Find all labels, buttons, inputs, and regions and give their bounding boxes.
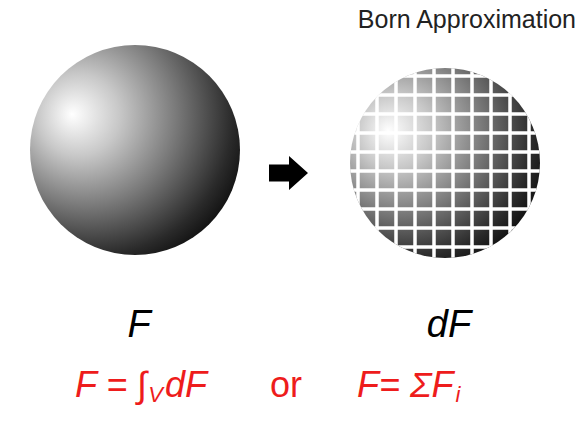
diagram-title: Born Approximation (358, 4, 576, 34)
sphere-shape (350, 68, 540, 258)
formula-text: or (270, 365, 302, 405)
node-symbol: dF (350, 304, 548, 346)
sphere-shape (30, 45, 240, 255)
grid-lines (350, 68, 540, 258)
whole-sphere: F (30, 45, 248, 346)
formula-text: F = ∫ (75, 365, 147, 405)
subscript: V (148, 383, 163, 407)
sphere-body (30, 45, 240, 255)
formula-text: F= ΣF (357, 365, 454, 405)
subscript: i (456, 383, 461, 407)
formula-text: dF (165, 365, 207, 405)
gridded-sphere: dF (350, 68, 548, 346)
block-arrow (269, 156, 308, 190)
sphere-body (350, 68, 540, 258)
node-symbol: F (30, 304, 248, 346)
